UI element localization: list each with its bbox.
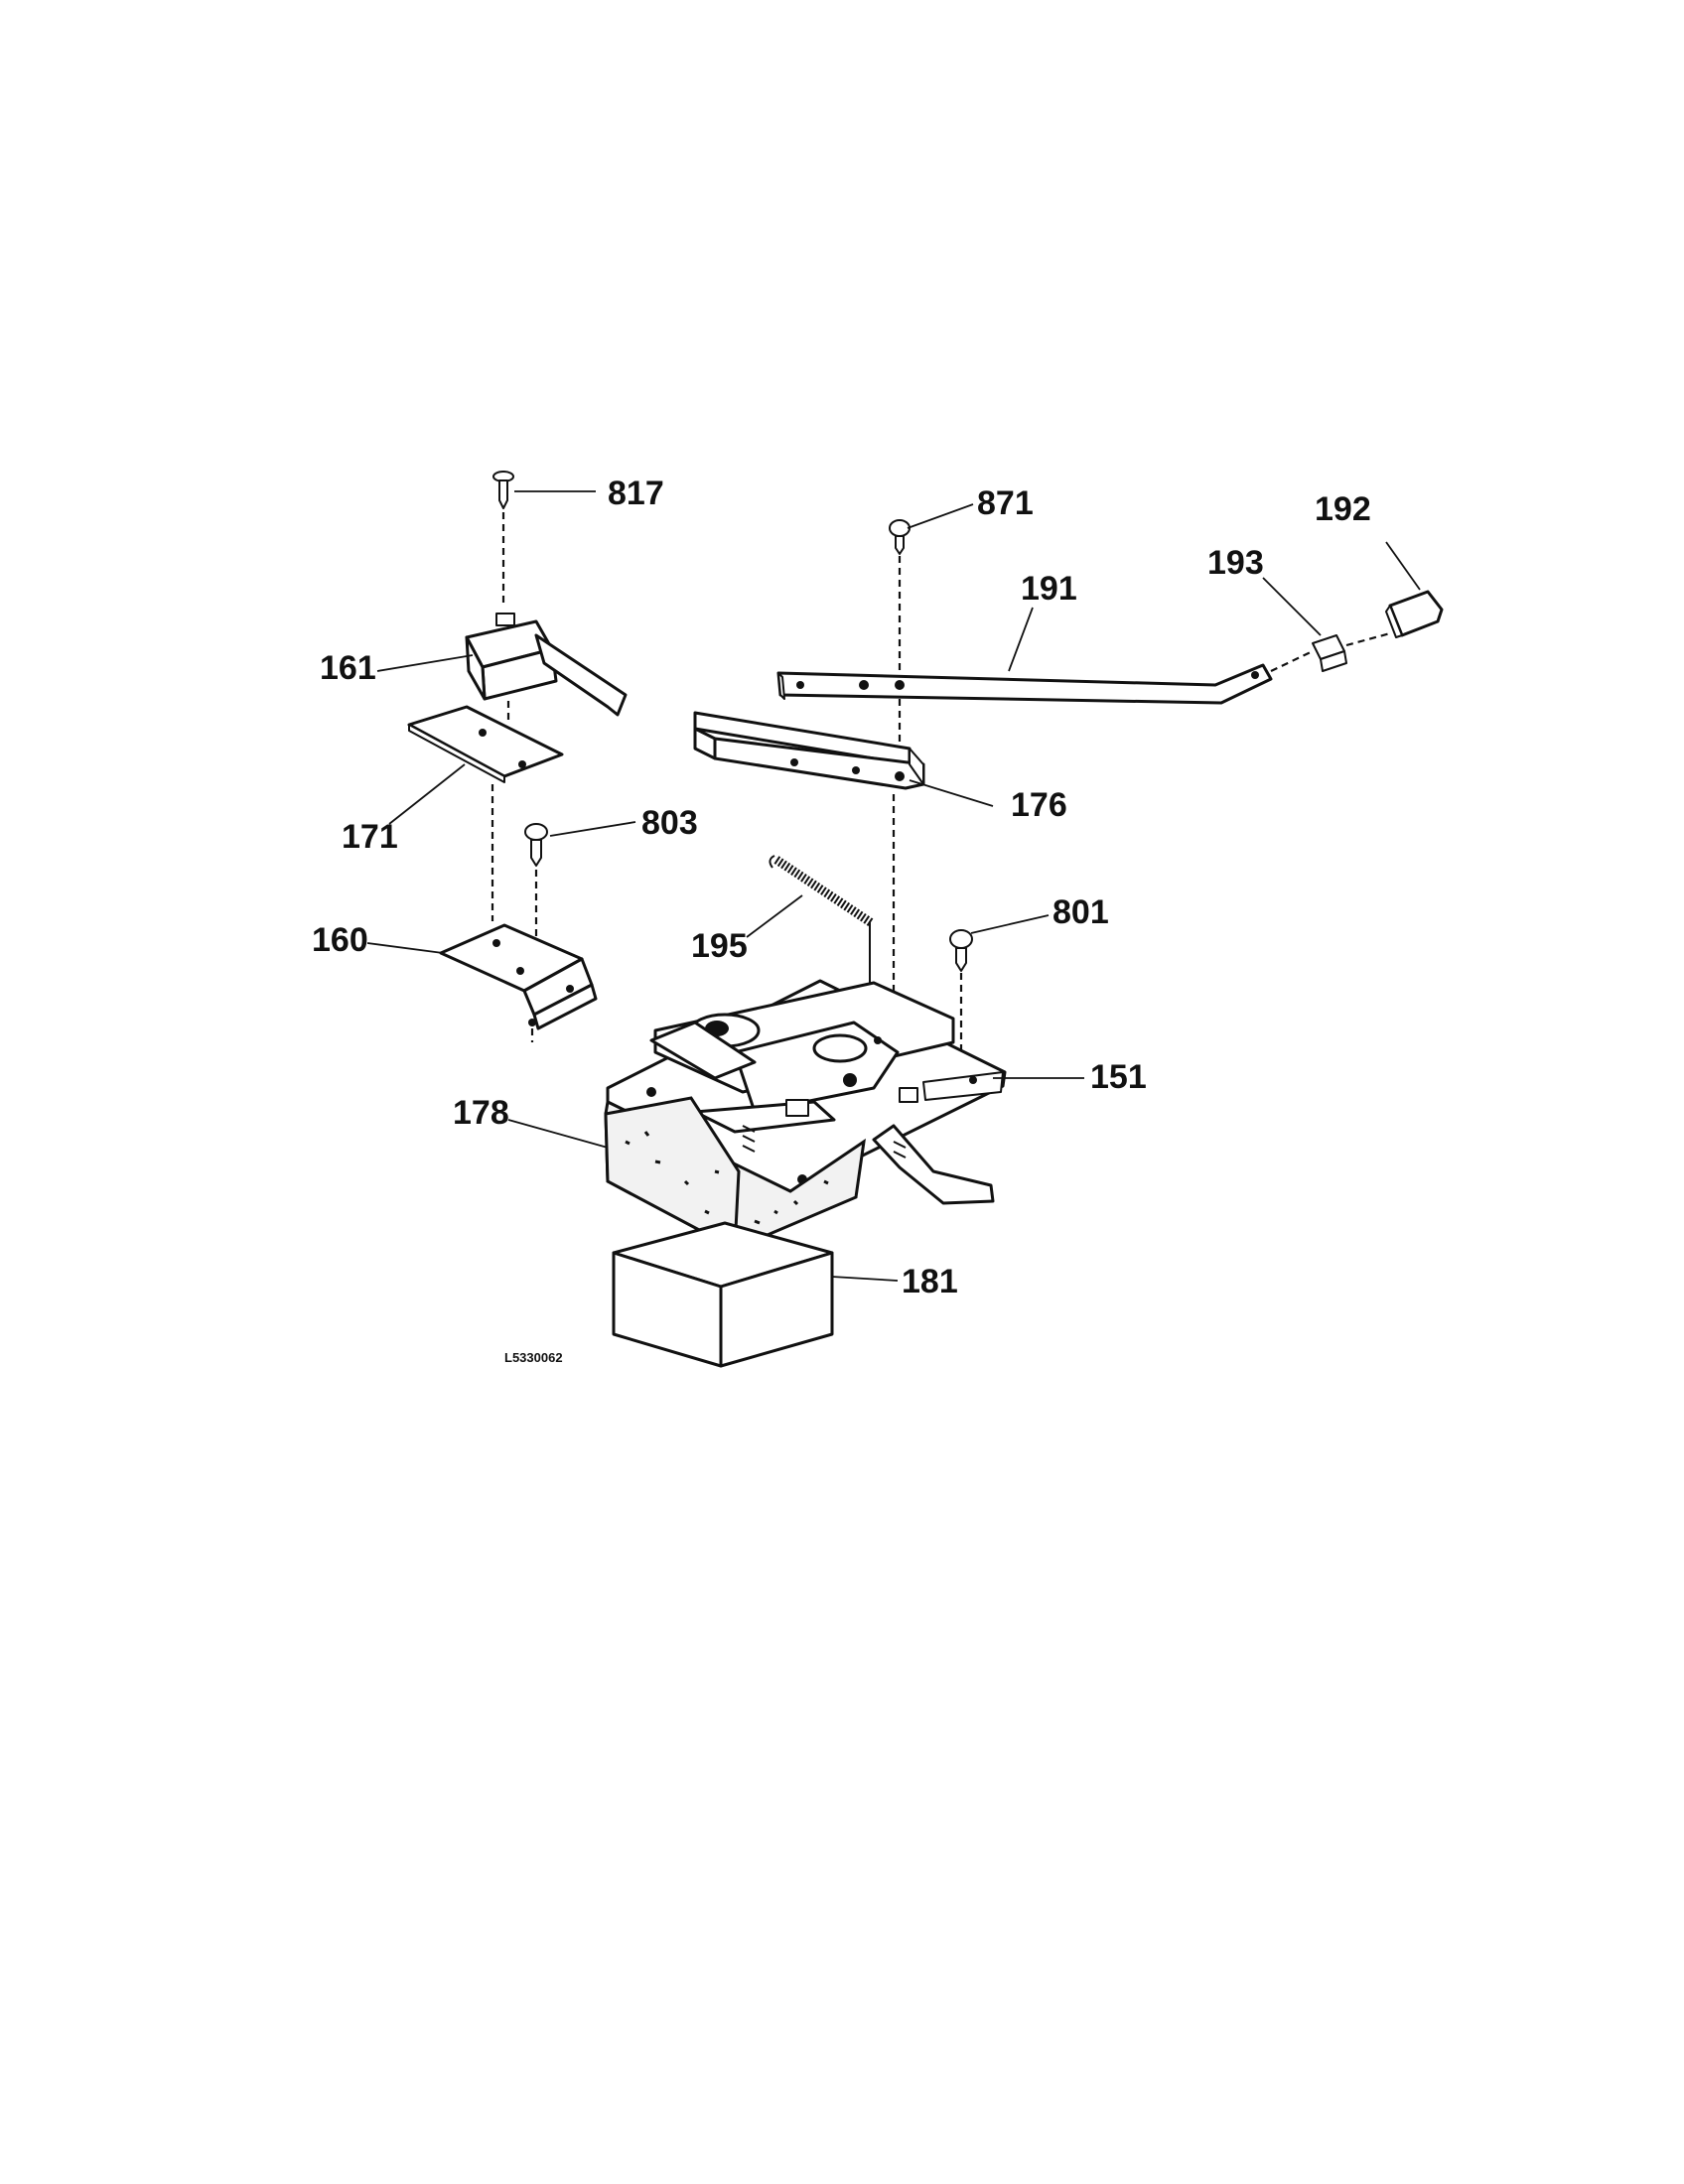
screw-803 — [524, 823, 548, 867]
callout-160: 160 — [312, 921, 368, 959]
leader-176 — [909, 779, 994, 807]
callout-817: 817 — [608, 475, 664, 512]
rod-191 — [776, 663, 1273, 705]
callout-871: 871 — [977, 484, 1034, 522]
callout-803: 803 — [641, 804, 698, 842]
assembly-line-191-193 — [1270, 650, 1314, 672]
callout-176: 176 — [1011, 786, 1067, 824]
cap-192 — [1385, 590, 1444, 638]
leader-181 — [831, 1276, 899, 1282]
callout-192: 192 — [1315, 490, 1371, 528]
drawing-code: L5330062 — [504, 1350, 563, 1365]
callout-181: 181 — [902, 1263, 958, 1300]
plate-171 — [407, 705, 564, 783]
leader-161 — [376, 654, 474, 672]
screw-817 — [492, 471, 514, 509]
assembly-line-193-192 — [1345, 631, 1391, 647]
callout-801: 801 — [1052, 893, 1109, 931]
leader-160 — [366, 942, 444, 954]
leader-193 — [1262, 577, 1322, 636]
screw-801 — [949, 929, 973, 972]
callout-161: 161 — [320, 649, 376, 687]
callout-195: 195 — [691, 927, 748, 965]
pad-181 — [612, 1221, 834, 1368]
leader-801 — [970, 914, 1050, 934]
insulation-178 — [604, 1096, 866, 1252]
switch-161 — [465, 613, 628, 717]
callout-191: 191 — [1021, 570, 1077, 608]
leader-171 — [388, 763, 466, 825]
leader-871 — [907, 503, 974, 529]
callout-171: 171 — [342, 818, 398, 856]
leader-192 — [1385, 541, 1421, 591]
channel-176 — [693, 711, 925, 790]
leader-178 — [507, 1119, 609, 1149]
callout-193: 193 — [1207, 544, 1264, 582]
leader-191 — [1008, 607, 1034, 672]
callout-151: 151 — [1090, 1058, 1147, 1096]
leader-195 — [746, 894, 803, 938]
bracket-160 — [439, 923, 598, 1030]
screw-871 — [889, 519, 911, 555]
leader-803 — [549, 821, 636, 837]
clip-193 — [1312, 634, 1347, 672]
callout-178: 178 — [453, 1094, 509, 1132]
